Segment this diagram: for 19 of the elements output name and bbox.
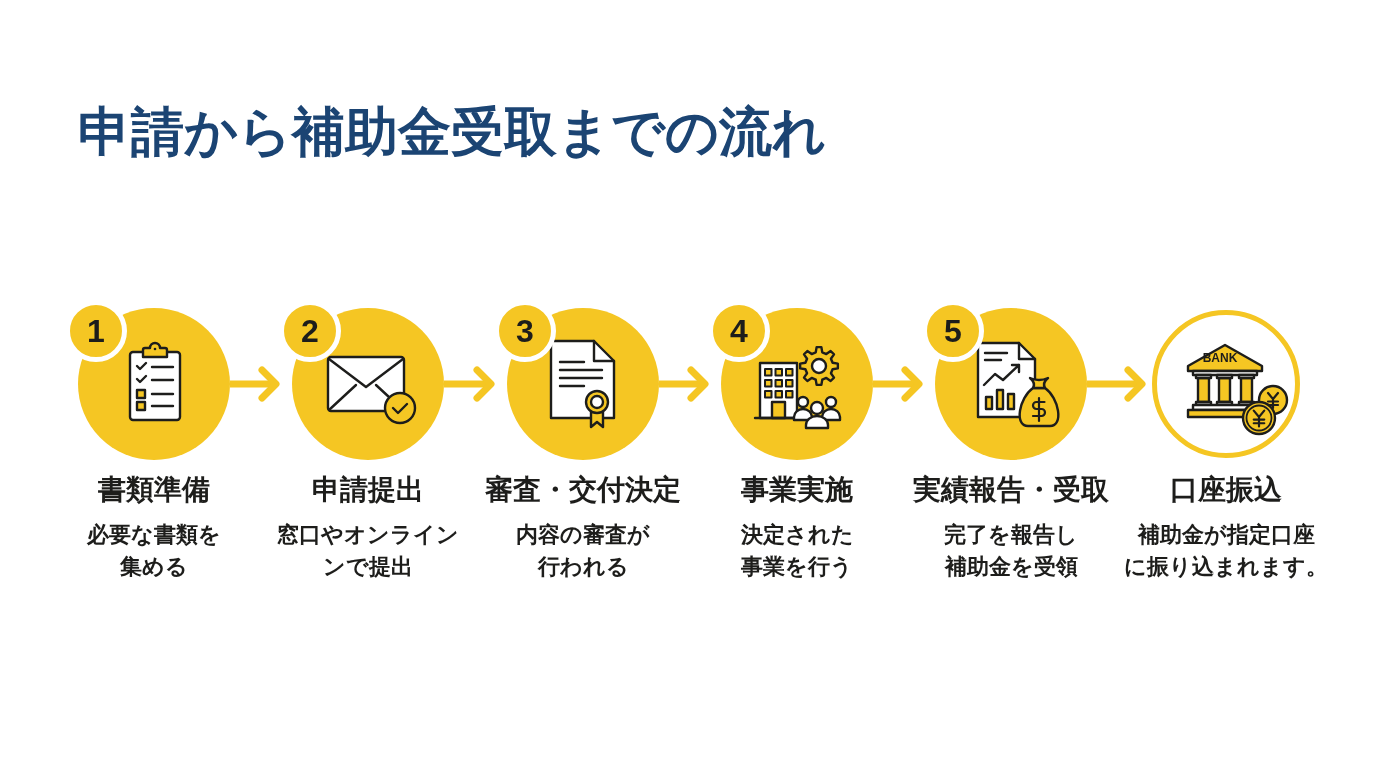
arrow [659,366,709,402]
page-title: 申請から補助金受取までの流れ [78,100,826,164]
arrow [873,366,923,402]
bank-sign-label: BANK [1202,352,1238,364]
step-description: 窓口やオンラインンで提出 [277,521,459,581]
step-title: 実績報告・受取 [913,472,1109,508]
step-description: 必要な書類を集める [87,521,221,581]
arrow [444,366,495,402]
step-description: 補助金が指定口座に振り込まれます。 [1124,521,1328,581]
step-description: 決定された事業を行う [740,521,854,581]
arrow [1087,366,1146,402]
step-title: 口座振込 [1170,472,1282,508]
step-description: 内容の審査が行われる [516,521,650,581]
step-description: 完了を報告し補助金を受領 [944,521,1078,581]
step-title: 書類準備 [98,472,210,508]
step-title: 事業実施 [741,472,853,508]
arrow [230,366,280,402]
step-title: 審査・交付決定 [485,472,681,508]
step-title: 申請提出 [312,472,424,508]
